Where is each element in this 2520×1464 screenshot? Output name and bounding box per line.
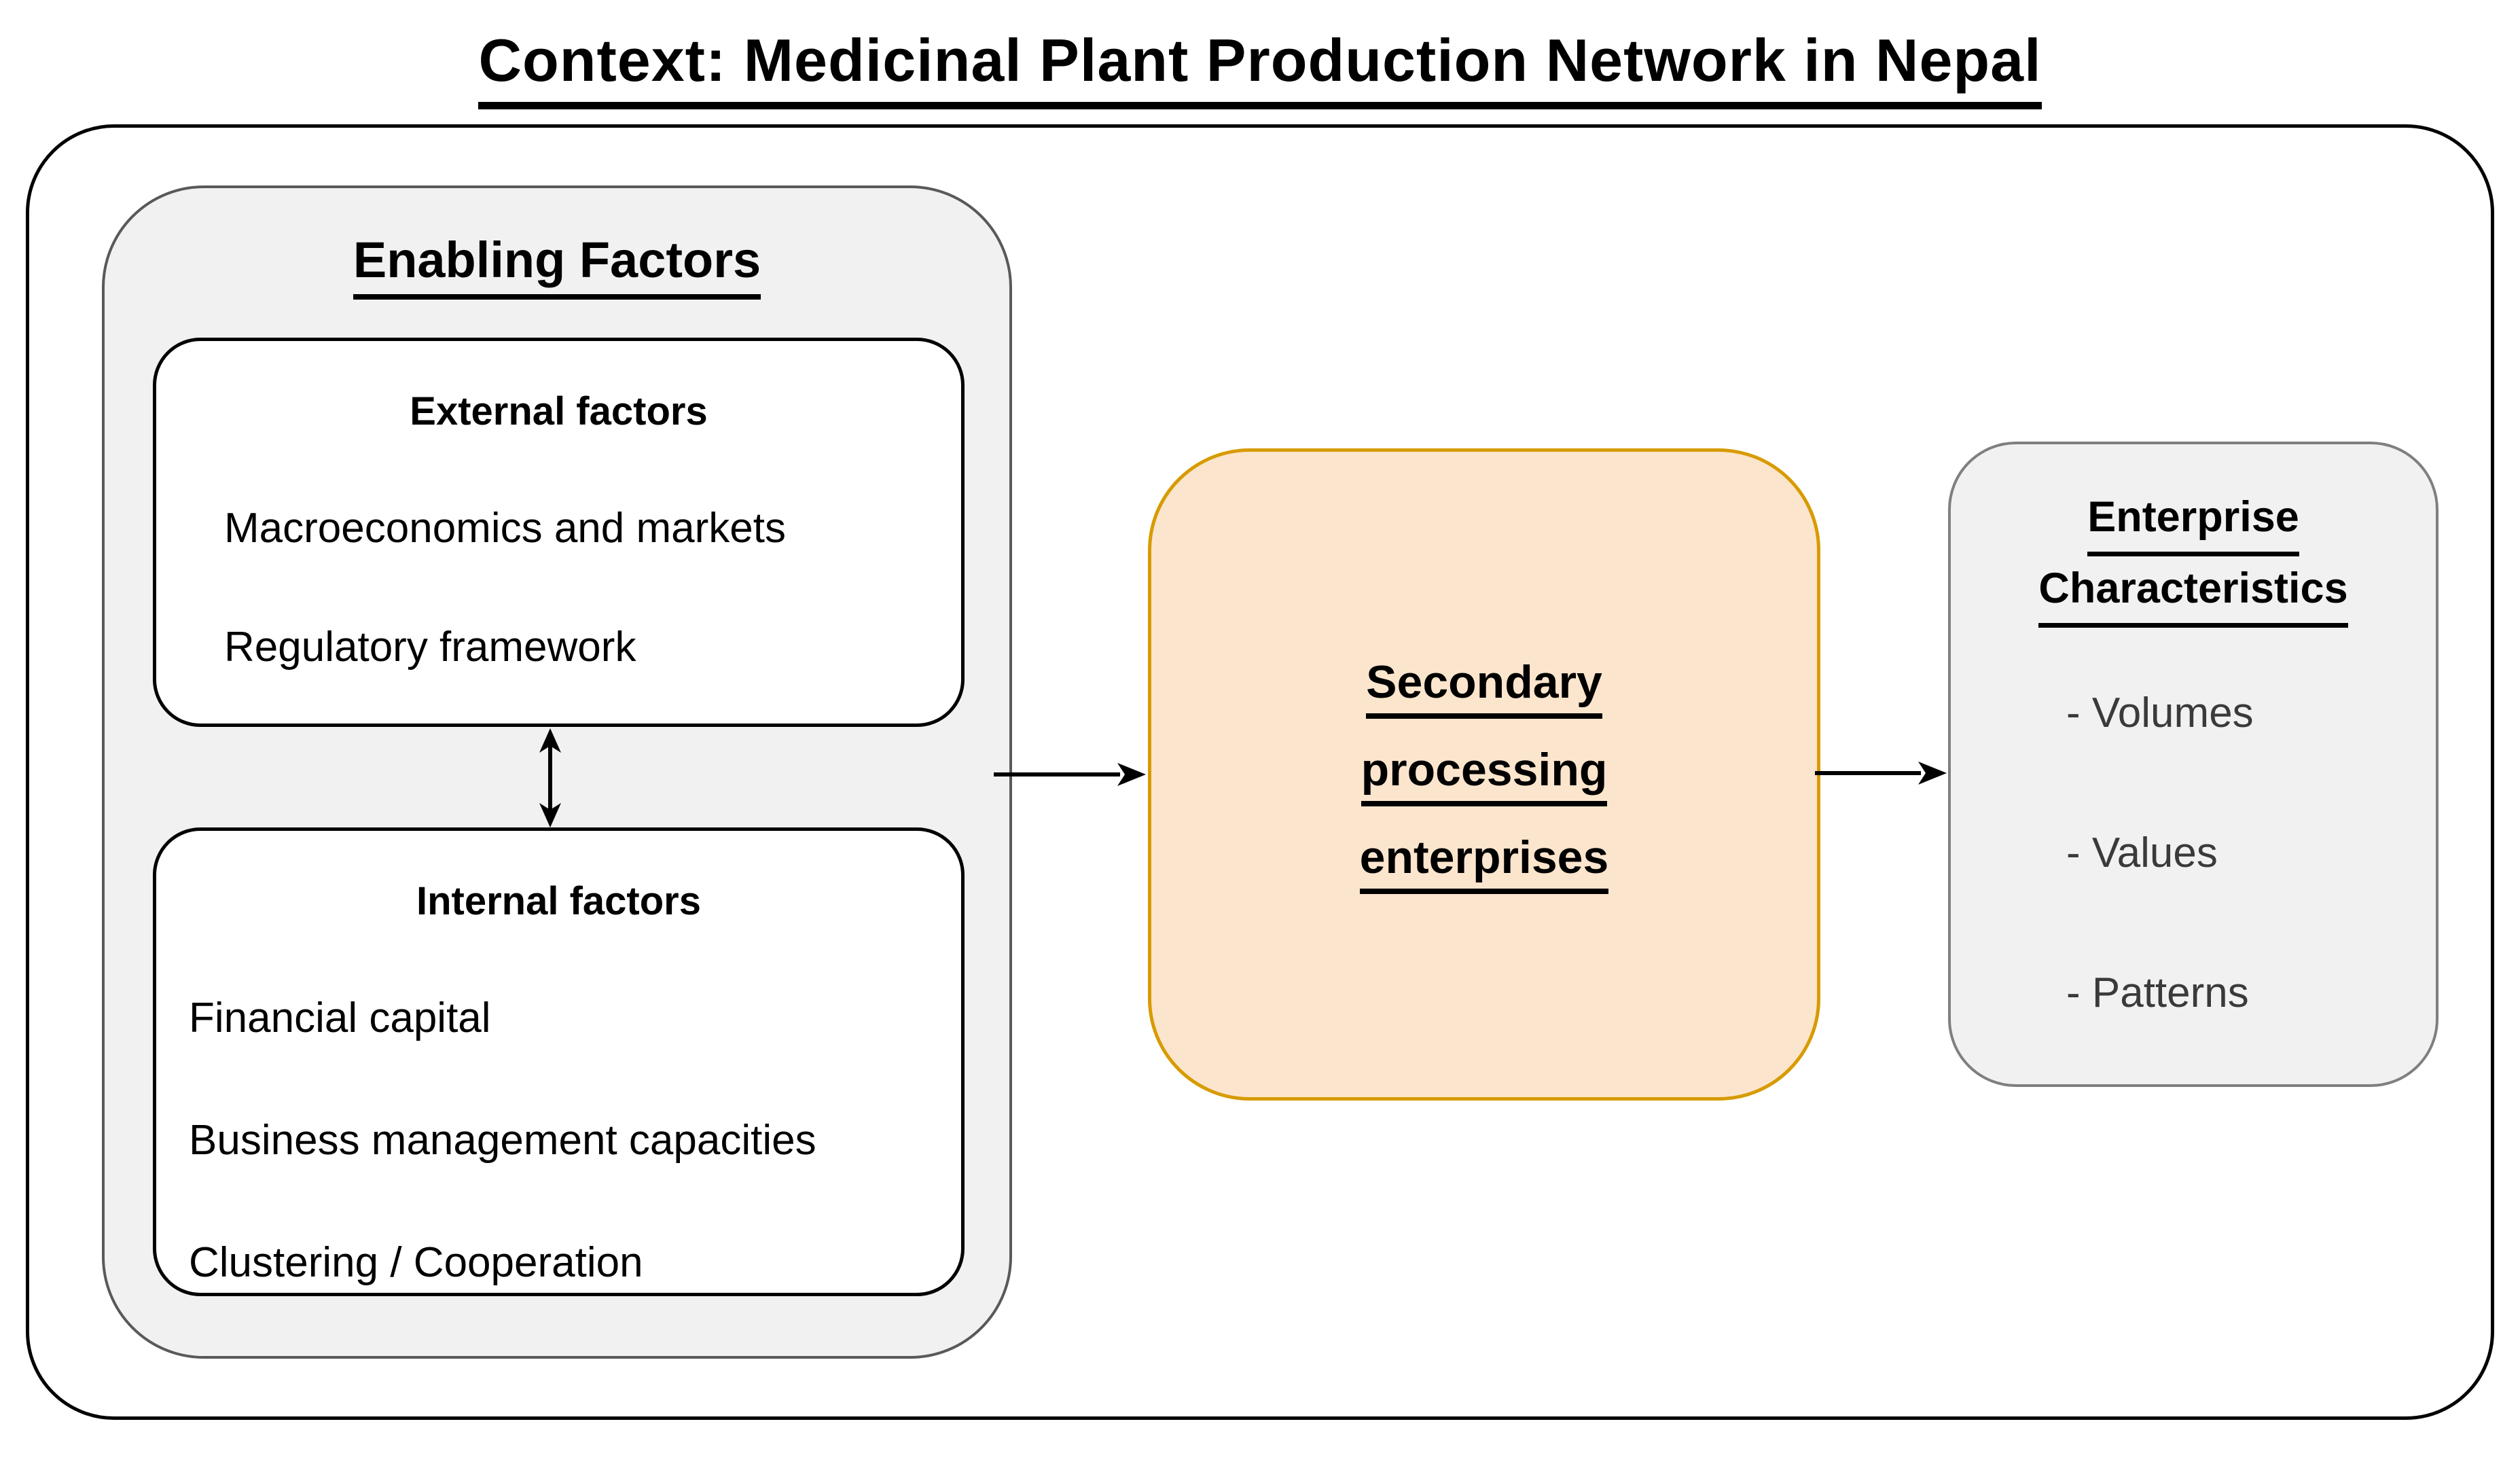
enterprise-characteristics-heading: Enterprise Characteristics <box>1951 485 2436 628</box>
characteristics-item: - Patterns <box>2066 969 2249 1016</box>
enterprise-characteristics-box: Enterprise Characteristics - Volumes - V… <box>1948 442 2438 1087</box>
internal-factor-item: Clustering / Cooperation <box>189 1239 643 1286</box>
diagram-title: Context: Medicinal Plant Production Netw… <box>0 26 2520 109</box>
characteristics-item: - Values <box>2066 829 2218 876</box>
right-arrow-icon <box>1815 762 1947 785</box>
enabling-factors-heading: Enabling Factors <box>102 231 1012 300</box>
internal-factors-box: Internal factors Financial capital Busin… <box>153 827 965 1296</box>
external-factors-box: External factors Macroeconomics and mark… <box>153 338 965 727</box>
diagram-title-text: Context: Medicinal Plant Production Netw… <box>478 26 2042 109</box>
processing-to-characteristics-arrow <box>1815 753 1947 793</box>
internal-factor-item: Business management capacities <box>189 1117 816 1164</box>
secondary-processing-enterprises-box: Secondary processing enterprises <box>1148 448 1820 1101</box>
external-internal-double-arrow <box>530 728 571 827</box>
characteristics-heading-line: Enterprise <box>2087 485 2299 556</box>
processing-label-line: Secondary <box>1366 656 1602 719</box>
internal-factor-item: Financial capital <box>189 995 491 1041</box>
external-factor-item: Regulatory framework <box>224 624 636 671</box>
double-arrow-icon <box>539 728 561 827</box>
external-factors-heading: External factors <box>410 389 708 433</box>
processing-label-line: processing <box>1361 743 1608 806</box>
internal-factors-heading: Internal factors <box>416 879 701 923</box>
characteristics-heading-line: Characteristics <box>2038 556 2348 628</box>
enabling-to-processing-arrow <box>994 754 1146 795</box>
characteristics-item: - Volumes <box>2066 690 2254 736</box>
enabling-factors-heading-text: Enabling Factors <box>353 231 761 300</box>
right-arrow-icon <box>994 763 1146 786</box>
external-factor-item: Macroeconomics and markets <box>224 505 786 552</box>
characteristics-item-list: - Volumes - Values - Patterns <box>2066 689 2254 1017</box>
processing-label-line: enterprises <box>1359 831 1609 894</box>
